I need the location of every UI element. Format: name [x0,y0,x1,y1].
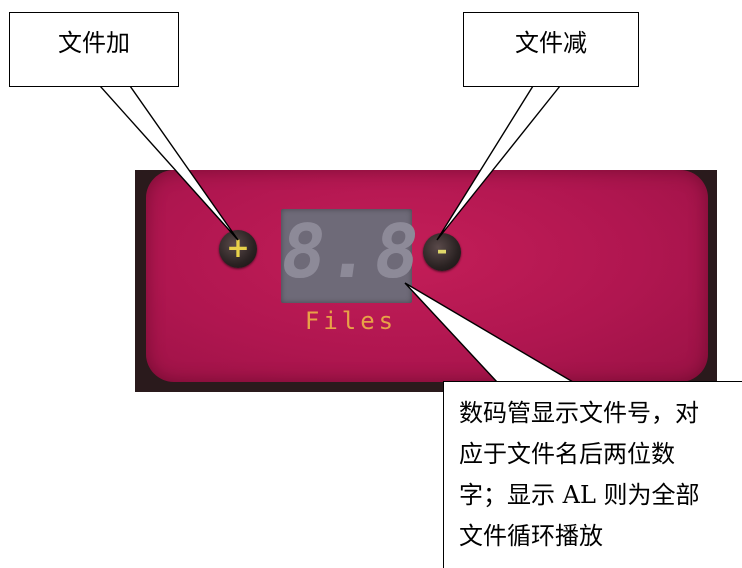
callout-file-minus-text: 文件减 [515,29,587,57]
leader-file-minus [436,85,562,241]
file-plus-button[interactable]: + [219,230,257,268]
file-minus-button[interactable]: - [423,233,461,271]
display-note-line-4: 文件循环播放 [459,522,603,550]
minus-icon: - [436,235,448,266]
display-note-line-2: 应于文件名后两位数 [459,440,675,468]
leader-display [404,282,576,383]
callout-file-plus: 文件加 [9,12,179,87]
callout-file-minus: 文件减 [463,12,639,87]
leader-file-plus [98,85,239,241]
callout-display-note: 数码管显示文件号，对 应于文件名后两位数 字；显示 AL 则为全部 文件循环播放 [443,381,742,568]
display-note-line-3: 字；显示 AL 则为全部 [459,481,700,509]
files-label: Files [304,307,398,335]
led-display: 8.8 [275,209,427,303]
plus-icon: + [226,231,250,264]
display-note-line-1: 数码管显示文件号，对 [459,399,699,427]
control-panel [146,170,708,382]
callout-file-plus-text: 文件加 [58,29,130,57]
